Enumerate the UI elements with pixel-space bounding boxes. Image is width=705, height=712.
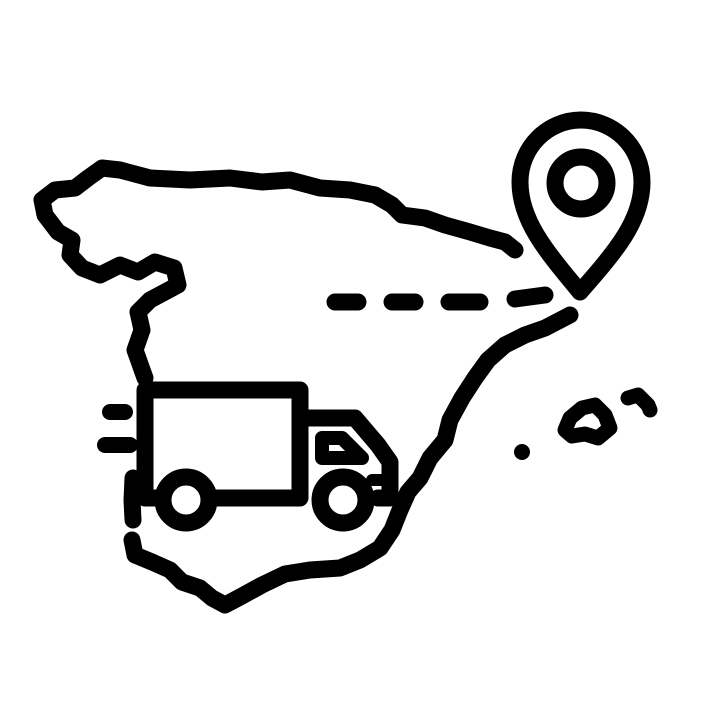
truck-front-wheel: [311, 468, 375, 532]
truck-cab: [291, 409, 399, 507]
spain-map-icon: [33, 159, 524, 387]
truck-cargo-box: [136, 381, 309, 507]
spain-east-coast: [123, 306, 579, 614]
pin-center-circle: [546, 148, 616, 218]
spain-west-coast-lower: [123, 469, 142, 529]
balearic-islands-icon: [557, 397, 618, 446]
truck-window: [315, 431, 369, 465]
delivery-truck-icon: [136, 381, 399, 532]
speed-lines-icon: [97, 404, 138, 453]
ibiza-island: [514, 444, 530, 460]
route-dashes-icon: [326, 286, 554, 311]
truck-rear-wheel: [154, 468, 218, 532]
location-pin-icon: [511, 111, 651, 301]
menorca-island: [620, 387, 658, 418]
